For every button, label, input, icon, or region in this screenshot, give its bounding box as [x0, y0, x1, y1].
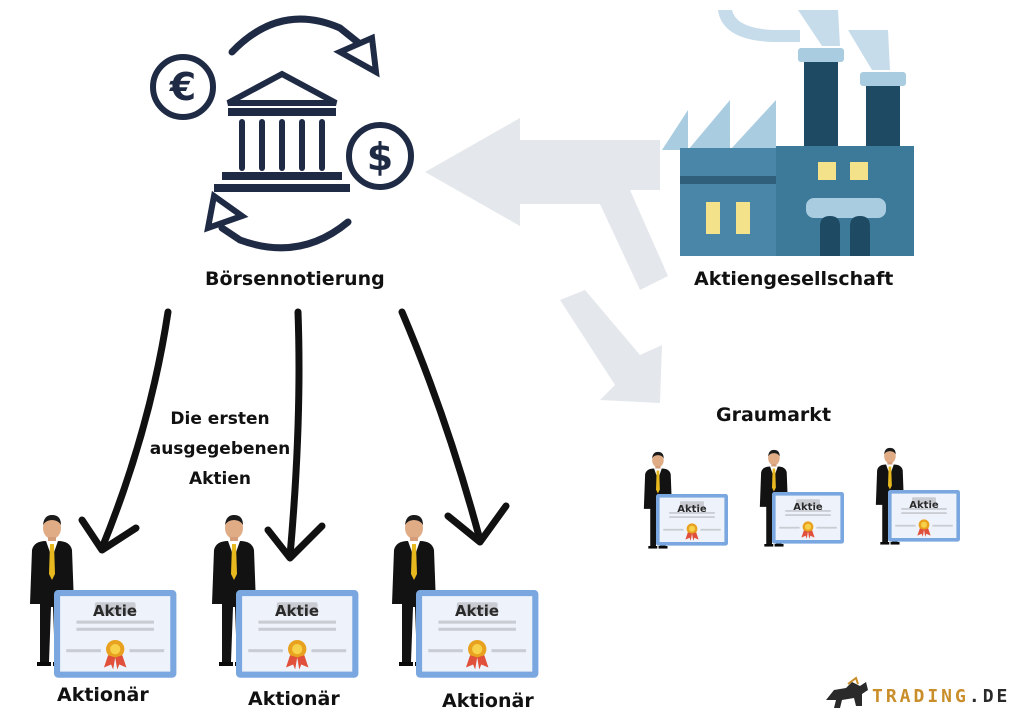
first-issued-line-2: ausgegebenen	[149, 439, 291, 459]
grey-market-label: Graumarkt	[716, 404, 832, 426]
certificate-title: Aktie	[93, 602, 137, 620]
first-issued-line-1: Die ersten	[170, 409, 270, 429]
shareholder-3	[392, 515, 539, 678]
grey-market-shareholder-2	[759, 449, 844, 547]
factory-icon	[662, 10, 914, 256]
issue-arrows	[78, 308, 510, 562]
company-label: Aktiengesellschaft	[694, 268, 894, 290]
grey-market-shareholder-3	[875, 447, 960, 545]
grey-arrows	[425, 118, 668, 403]
logo-name: TRADING	[872, 686, 969, 707]
certificate-title: Aktie	[677, 504, 707, 515]
first-issued-line-3: Aktien	[188, 469, 252, 489]
exchange-label: Börsennotierung	[205, 268, 385, 290]
certificate-title: Aktie	[909, 500, 939, 511]
logo-suffix: .DE	[968, 686, 1011, 707]
certificate-title: Aktie	[455, 602, 499, 620]
shareholder-2	[212, 515, 359, 678]
shareholder-label-1: Aktionär	[57, 684, 149, 706]
svg-text:€: €	[169, 65, 196, 109]
grey-market-shareholder-1	[643, 451, 728, 549]
dollar-icon: $	[346, 122, 414, 190]
euro-icon: €	[150, 54, 216, 120]
certificate-title: Aktie	[275, 602, 319, 620]
logo-text: TRADING.DE	[872, 686, 1010, 707]
first-issued-annotation: Die ersten ausgegebenen Aktien	[140, 404, 300, 494]
certificate-title: Aktie	[793, 502, 823, 513]
svg-text:$: $	[367, 135, 393, 179]
bank-exchange-icon	[204, 15, 380, 252]
bull-logo-icon	[826, 676, 868, 708]
shareholder-label-2: Aktionär	[248, 688, 340, 710]
shareholder-label-3: Aktionär	[442, 690, 534, 712]
